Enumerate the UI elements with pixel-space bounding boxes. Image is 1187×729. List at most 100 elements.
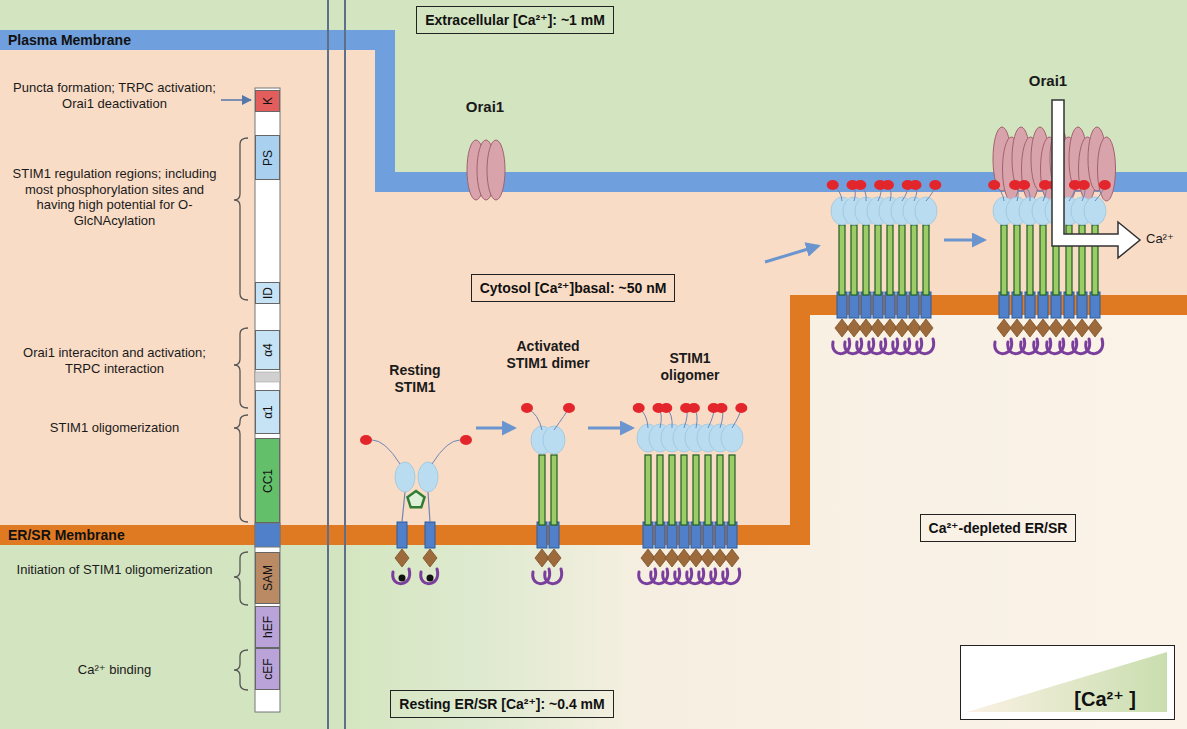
sam-domain <box>423 549 437 567</box>
coiled-coil-rod <box>923 225 929 295</box>
transmembrane-segment <box>549 522 559 548</box>
sam-domain <box>1062 319 1076 337</box>
process-arrow <box>765 246 818 262</box>
node-text: CC1 <box>261 468 275 492</box>
ef-hand <box>723 569 740 584</box>
coiled-coil-rod <box>875 225 881 295</box>
ef-hand <box>917 339 934 354</box>
transmembrane-segment <box>397 522 407 548</box>
figure-label: Orai1 <box>445 98 525 116</box>
transmembrane-segment <box>703 522 713 548</box>
coiled-coil-rod <box>911 225 917 295</box>
annotation-text: STIM1 regulation regions; including most… <box>12 166 217 228</box>
resting-stim1 <box>360 435 472 584</box>
node-text: Resting ER/SR [Ca²⁺]: ~0.4 mM <box>399 696 604 712</box>
transmembrane-segment <box>849 292 859 318</box>
transmembrane-segment <box>691 522 701 548</box>
sam-domain <box>1023 319 1037 337</box>
polybasic-domain <box>1099 180 1111 190</box>
node-text: cEF <box>261 658 275 679</box>
polybasic-tail <box>432 440 460 464</box>
bracket <box>234 138 248 300</box>
sam-domain <box>725 549 739 567</box>
coiled-coil-rod <box>645 455 651 525</box>
transmembrane-segment <box>655 522 665 548</box>
figure-label: Resting STIM1 <box>378 362 452 396</box>
stim1-linker <box>428 492 430 522</box>
transmembrane-segment <box>837 292 847 318</box>
process-arrow <box>588 427 632 430</box>
soar-lobe <box>418 462 438 492</box>
inhibitory-clamp <box>407 491 424 507</box>
activated-stim1-dimer <box>521 403 575 584</box>
soar-lobe <box>721 424 743 452</box>
process-arrow <box>476 427 514 430</box>
bracket <box>234 415 248 522</box>
domain-segment: SAM <box>255 552 280 604</box>
membrane-band: Plasma Membrane <box>0 30 320 50</box>
node-text: Ca²⁺-depleted ER/SR <box>929 520 1068 536</box>
coiled-coil-rod <box>863 225 869 295</box>
transmembrane-segment <box>873 292 883 318</box>
ef-hand <box>1086 339 1103 354</box>
er-lumen <box>345 315 1187 729</box>
panel-divider <box>344 0 346 729</box>
domain-segment: α4 <box>255 330 280 370</box>
sam-domain <box>1088 319 1102 337</box>
domain-segment: PS <box>255 135 280 180</box>
coiled-coil-rod <box>851 225 857 295</box>
domain-segment: cEF <box>255 648 280 690</box>
domain-segment: ID <box>255 282 280 304</box>
bracket <box>234 650 248 690</box>
node-text: hEF <box>261 616 275 638</box>
linker-segment <box>255 372 280 382</box>
legend-text: [Ca²⁺ ] <box>1074 687 1136 711</box>
transmembrane-segment <box>1051 292 1061 318</box>
info-box: Extracellular [Ca²⁺]: ~1 mM <box>416 6 614 34</box>
stim1-linker <box>402 492 405 522</box>
transmembrane-segment <box>999 292 1009 318</box>
coiled-coil-rod <box>1014 225 1020 295</box>
extracellular-space <box>0 0 345 30</box>
leader-arrow <box>221 99 251 101</box>
sam-domain <box>1036 319 1050 337</box>
soar-lobe <box>543 426 565 454</box>
transmembrane-segment <box>643 522 653 548</box>
polybasic-domain <box>910 180 922 190</box>
transmembrane-segment <box>679 522 689 548</box>
domain-segment: α1 <box>255 390 280 434</box>
polybasic-domain <box>716 403 728 413</box>
coiled-coil-rod <box>1040 225 1046 295</box>
transmembrane-segment <box>537 522 547 548</box>
transmembrane-segment <box>1077 292 1087 318</box>
stim1-oligomer <box>633 403 748 584</box>
polybasic-domain <box>633 403 645 413</box>
gradient-swatch <box>961 646 1173 718</box>
node-text: Extracellular [Ca²⁺]: ~1 mM <box>425 12 605 28</box>
info-box: Resting ER/SR [Ca²⁺]: ~0.4 mM <box>390 690 613 718</box>
transmembrane-segment <box>909 292 919 318</box>
node-text: α4 <box>261 343 275 357</box>
soar-lobe <box>915 197 937 225</box>
polybasic-domain <box>1078 180 1090 190</box>
coiled-coil-rod <box>1001 225 1007 295</box>
sam-domain <box>395 549 409 567</box>
coiled-coil-rod <box>657 455 663 525</box>
coiled-coil-rod <box>887 225 893 295</box>
ef-hand <box>421 569 438 584</box>
polybasic-domain <box>882 180 894 190</box>
coiled-coil-rod <box>551 455 557 525</box>
figure-label: Orai1 <box>1008 72 1088 90</box>
annotation-text: Initiation of STIM1 oligomerization <box>12 562 217 578</box>
er-lumen <box>0 545 345 729</box>
panel-divider <box>327 0 329 729</box>
transmembrane-segment <box>921 292 931 318</box>
annotation-text: Orai1 interaciton and activation; TRPC i… <box>12 345 217 376</box>
polybasic-domain <box>360 435 372 445</box>
sam-domain <box>547 549 561 567</box>
transmembrane-segment <box>885 292 895 318</box>
coiled-coil-rod <box>539 455 545 525</box>
figure-label: Activated STIM1 dimer <box>496 338 600 372</box>
